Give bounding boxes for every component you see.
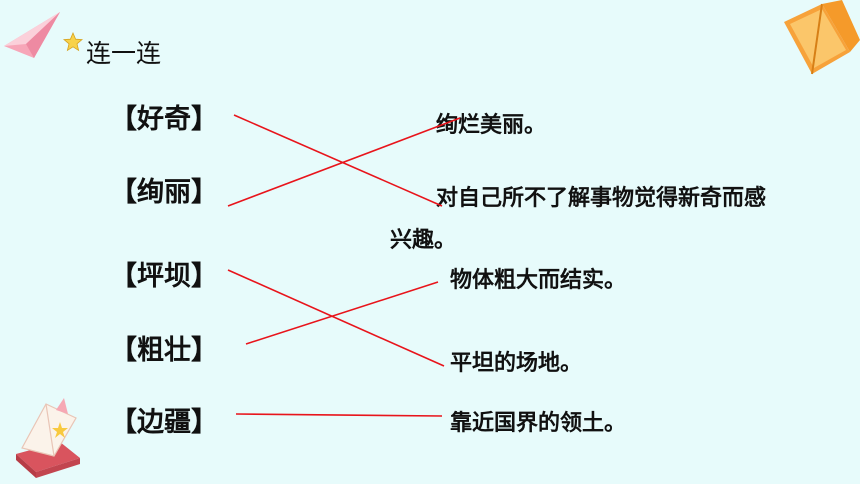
paper-plane-icon xyxy=(4,12,60,58)
match-line-haoqi xyxy=(233,114,443,207)
definition-2-line2[interactable]: 兴趣。 xyxy=(390,228,457,253)
match-line-cuzhuang xyxy=(245,281,439,345)
match-line-bianjiang xyxy=(235,413,443,417)
definition-2-line1[interactable]: 对自己所不了解事物觉得新奇而感 xyxy=(436,186,767,211)
word-bianjiang[interactable]: 【边疆】 xyxy=(110,407,218,438)
definition-4[interactable]: 平坦的场地。 xyxy=(450,351,583,376)
match-line-xuanli xyxy=(227,117,461,207)
definition-1[interactable]: 绚烂美丽。 xyxy=(436,113,547,138)
definition-3[interactable]: 物体粗大而结实。 xyxy=(450,268,627,293)
word-haoqi[interactable]: 【好奇】 xyxy=(110,104,218,135)
book-stack-icon xyxy=(16,398,80,478)
definition-5[interactable]: 靠近国界的领土。 xyxy=(450,411,627,436)
word-xuanli[interactable]: 【绚丽】 xyxy=(110,177,218,208)
star-icon xyxy=(63,32,83,52)
open-book-icon xyxy=(784,0,860,75)
word-cuzhuang[interactable]: 【粗壮】 xyxy=(110,335,218,366)
word-pingba[interactable]: 【坪坝】 xyxy=(110,261,218,292)
match-line-pingba xyxy=(227,269,445,367)
page-title: 连一连 xyxy=(86,39,162,68)
